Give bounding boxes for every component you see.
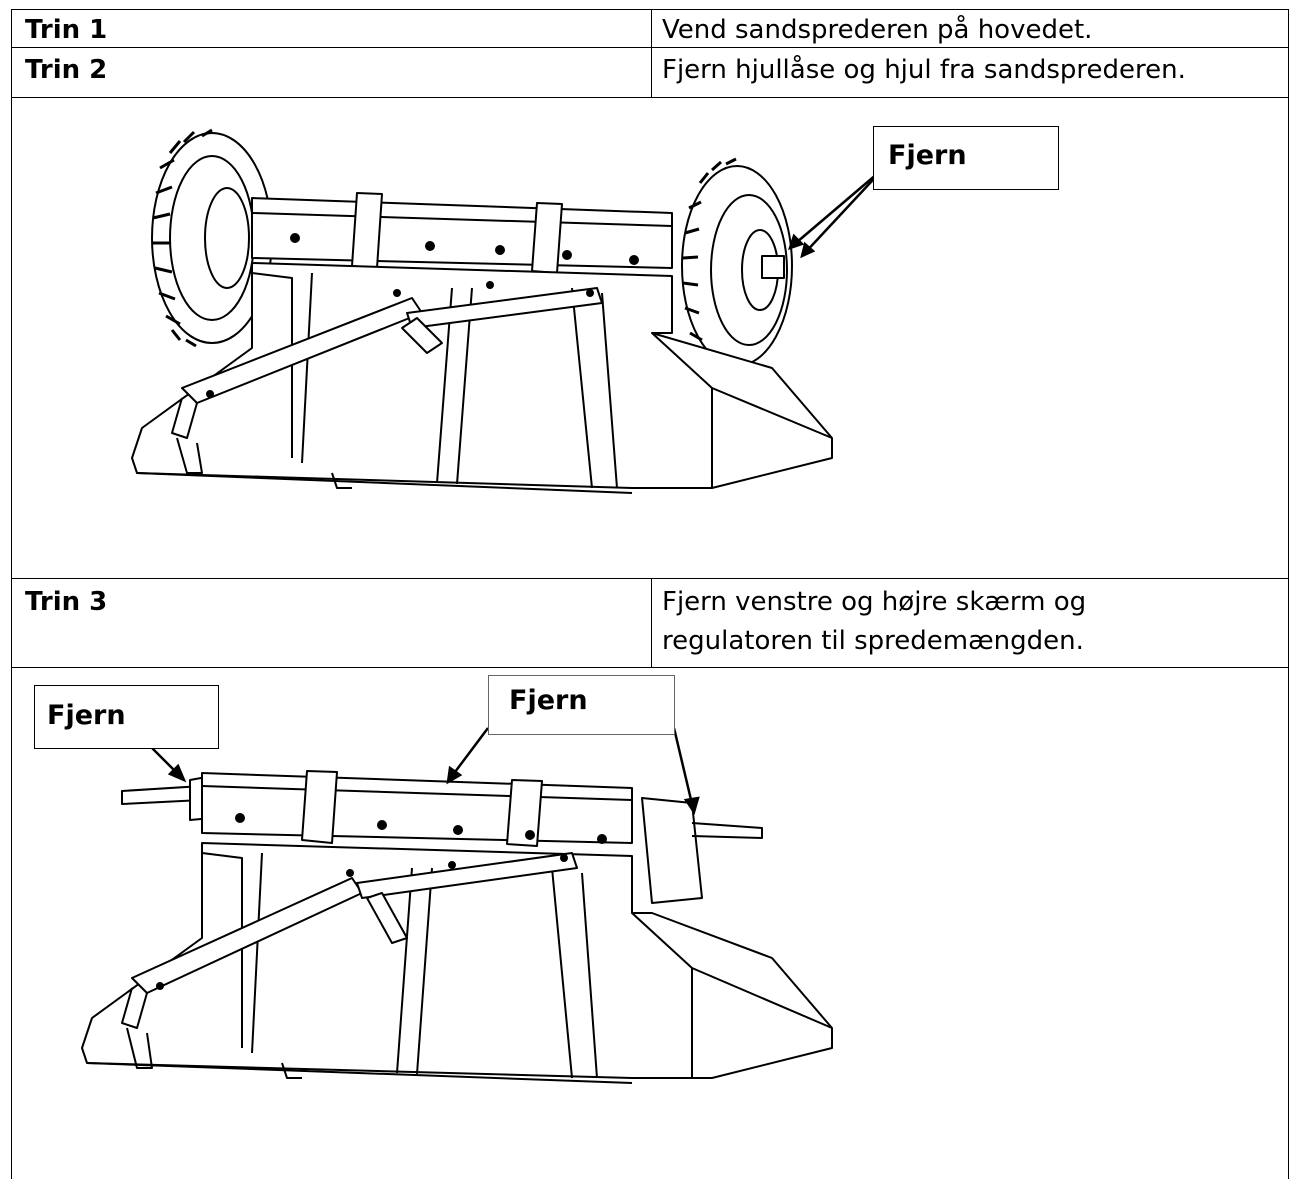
figure-remove-wheels: Fjern <box>11 97 1289 578</box>
step-3-text-line2: regulatoren til spredemængden. <box>662 626 1084 656</box>
step-3-text-cell: Fjern venstre og højre skærm og regulato… <box>652 579 1288 667</box>
fjern-callout-wheels-text: Fjern <box>888 140 967 171</box>
step-2-label: Trin 2 <box>25 55 108 85</box>
step-1-text: Vend sandsprederen på hovedet. <box>662 15 1093 45</box>
table-row-step-1: Trin 1 Vend sandsprederen på hovedet. <box>11 9 1289 47</box>
spreader-without-wheels-drawing <box>81 727 833 1084</box>
step-3-label-cell: Trin 3 <box>12 579 652 667</box>
spreader-with-wheels-drawing <box>131 128 885 494</box>
step-2-text-cell: Fjern hjullåse og hjul fra sandsprederen… <box>652 48 1288 97</box>
fjern-callout-center: Fjern <box>488 675 675 735</box>
step-1-text-cell: Vend sandsprederen på hovedet. <box>652 10 1288 47</box>
step-3-label: Trin 3 <box>25 587 108 617</box>
step-1-label-cell: Trin 1 <box>12 10 652 47</box>
step-1-label: Trin 1 <box>25 15 108 45</box>
table-row-step-2: Trin 2 Fjern hjullåse og hjul fra sandsp… <box>11 47 1289 97</box>
table-row-step-3: Trin 3 Fjern venstre og højre skærm og r… <box>11 578 1289 667</box>
figure-remove-shields: Fjern Fjern <box>11 667 1289 1179</box>
fjern-callout-center-text: Fjern <box>509 685 588 716</box>
fjern-callout-wheels: Fjern <box>873 126 1059 190</box>
fjern-callout-left-text: Fjern <box>47 700 126 731</box>
fjern-callout-left: Fjern <box>34 685 219 749</box>
step-2-text: Fjern hjullåse og hjul fra sandsprederen… <box>662 55 1186 85</box>
step-3-text-line1: Fjern venstre og højre skærm og <box>662 587 1087 617</box>
step-2-label-cell: Trin 2 <box>12 48 652 97</box>
